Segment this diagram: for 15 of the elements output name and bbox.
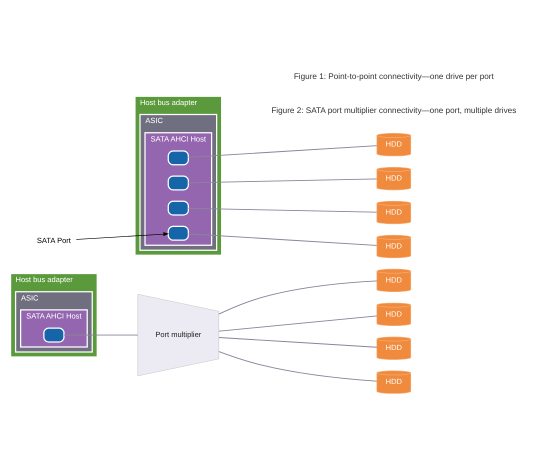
node-box	[168, 200, 189, 216]
node-box	[168, 150, 189, 165]
arrow	[76, 232, 169, 240]
node-box	[168, 225, 189, 240]
connector	[188, 207, 378, 212]
connector	[218, 336, 378, 348]
connector	[64, 334, 138, 336]
connector	[188, 232, 378, 246]
connector	[188, 178, 378, 183]
connector	[188, 144, 378, 158]
connector	[218, 314, 378, 332]
node-box	[168, 174, 189, 190]
connector	[218, 350, 378, 382]
node-box	[43, 327, 65, 342]
connector	[218, 280, 378, 314]
